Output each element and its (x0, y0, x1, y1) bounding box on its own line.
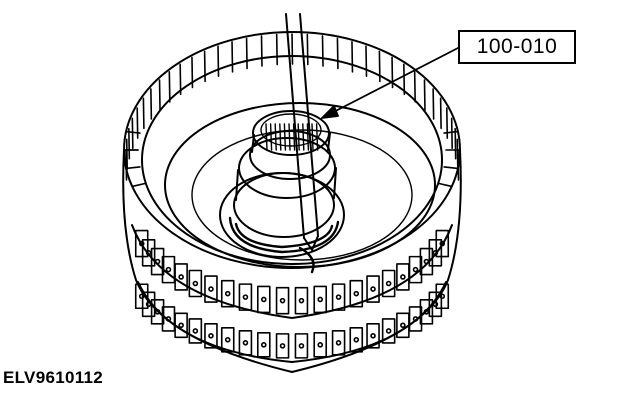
removal-tool (285, 13, 319, 251)
drum-lug-tabs (134, 229, 450, 359)
illustration-reference-code: ELV9610112 (3, 368, 104, 387)
tool-number-callout: 100-010 (458, 30, 576, 64)
hub-bearing-rollers (265, 123, 319, 151)
center-hub (219, 110, 345, 258)
callout-leader (321, 47, 459, 119)
drum-inner-floor (164, 102, 436, 268)
drum-spline-teeth (123, 33, 461, 188)
snap-ring (228, 216, 340, 274)
